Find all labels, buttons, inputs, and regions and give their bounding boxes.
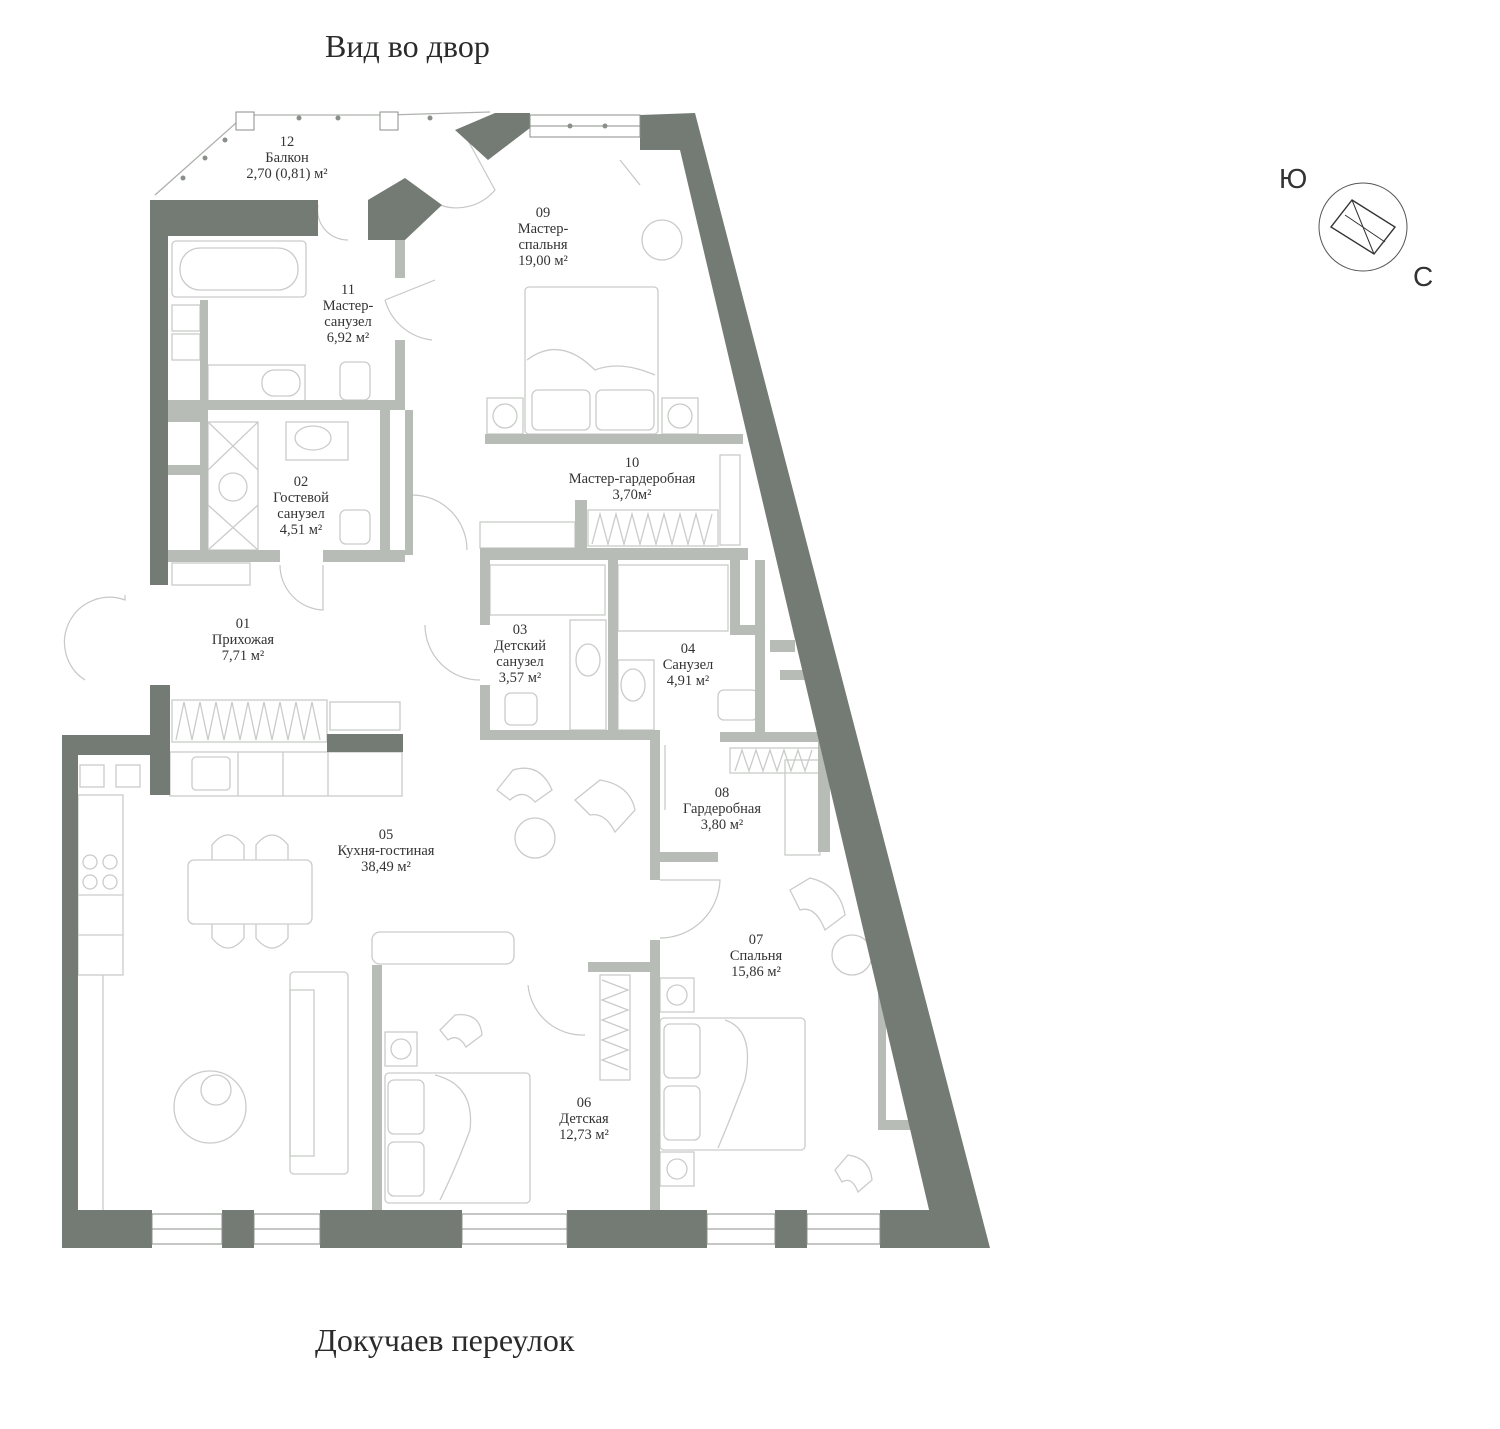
bedroom-bed [659, 977, 873, 1194]
room-09-label-number: 09 [536, 205, 551, 221]
room-01-label-number: 01 [236, 616, 251, 632]
kids-bed [384, 1031, 531, 1204]
room-09-label-name: спальня [518, 237, 567, 253]
room-02-label-name: санузел [277, 506, 324, 522]
interior-walls [165, 240, 920, 1210]
room-02-label-number: 02 [294, 474, 309, 490]
room-02-label-area: 4,51 м² [280, 522, 323, 538]
room-12-label-area: 2,70 (0,81) м² [246, 166, 328, 182]
room-10-label-name: Мастер-гардеробная [569, 471, 696, 487]
room-07-label-area: 15,86 м² [731, 964, 781, 980]
room-11-label-name: санузел [324, 314, 371, 330]
heading-bottom: Докучаев переулок [315, 1322, 575, 1358]
heading-top: Вид во двор [325, 28, 490, 64]
room-01-label-name: Прихожая [212, 632, 275, 648]
exterior-walls [62, 113, 990, 1248]
room-11-label-number: 11 [341, 282, 355, 298]
room-03-label-number: 03 [513, 622, 528, 638]
room-12-label-name: Балкон [265, 150, 309, 166]
room-08-label-name: Гардеробная [683, 801, 761, 817]
living-room-furniture [173, 767, 873, 1175]
room-07-label-name: Спальня [730, 948, 783, 964]
room-04-label-name: Санузел [663, 657, 714, 673]
room-11-label-area: 6,92 м² [327, 330, 370, 346]
room-03-label-name: санузел [496, 654, 543, 670]
room-04-label-area: 4,91 м² [667, 673, 710, 689]
room-11-label-name: Мастер- [323, 298, 374, 314]
room-08-label-number: 08 [715, 785, 730, 801]
room-02-label-name: Гостевой [273, 490, 329, 506]
room-05-label-area: 38,49 м² [361, 859, 411, 875]
doors [63, 134, 721, 1036]
room-01-label-area: 7,71 м² [222, 648, 265, 664]
windows [151, 111, 881, 1245]
room-03-label-area: 3,57 м² [499, 670, 542, 686]
room-10-label-area: 3,70м² [613, 487, 653, 503]
room-08-label-area: 3,80 м² [701, 817, 744, 833]
room-04-label-number: 04 [681, 641, 696, 657]
room-07-label-number: 07 [749, 932, 764, 948]
room-03-label-name: Детский [494, 638, 546, 654]
dining-table [187, 834, 313, 949]
room-05-label-number: 05 [379, 827, 394, 843]
room-09-label-area: 19,00 м² [518, 253, 568, 269]
furniture-layer [63, 134, 873, 1210]
room-09-label-name: Мастер- [518, 221, 569, 237]
room-10-label-number: 10 [625, 455, 640, 471]
compass-north-label: С [1413, 261, 1433, 292]
room-06-label-area: 12,73 м² [559, 1127, 609, 1143]
kitchen-counter [77, 751, 403, 1210]
compass-south-label: Ю [1279, 163, 1307, 194]
master-bed [486, 219, 699, 435]
room-06-label-number: 06 [577, 1095, 592, 1111]
room-12-label-number: 12 [280, 134, 295, 150]
compass: Ю С [1279, 163, 1433, 292]
room-06-label-name: Детская [559, 1111, 609, 1127]
wardrobes [171, 454, 821, 1081]
room-05-label-name: Кухня-гостиная [338, 843, 435, 859]
